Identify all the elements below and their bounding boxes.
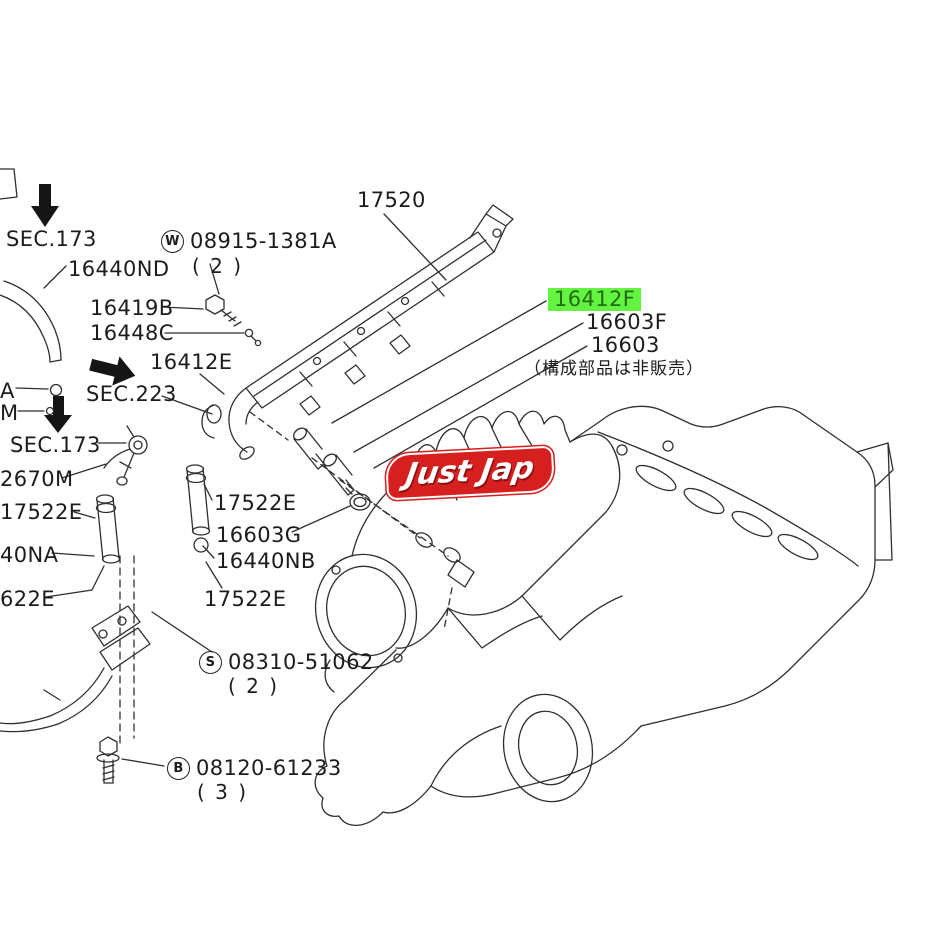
bolt-08120 <box>96 736 165 784</box>
down-arrow-icon <box>31 184 59 227</box>
quantity-08120: ( 3 ) <box>197 780 249 804</box>
part-label-16603: 16603 <box>591 333 660 357</box>
circled-b-icon: B <box>167 757 190 780</box>
injectors-16603 <box>293 300 588 496</box>
part-label-16603g: 16603G <box>216 523 302 547</box>
section-label-sec223: SEC.223 <box>86 382 177 406</box>
part-label-08310-51062: S 08310-51062 <box>199 651 374 674</box>
watermark-text: Just Jap <box>403 450 537 493</box>
circled-s-icon: S <box>199 651 222 674</box>
part-label-17522e-mid: 17522E <box>214 491 297 515</box>
japanese-note: （構成部品は非販売） <box>524 359 704 379</box>
hoses-17522e <box>45 464 223 598</box>
partial-label-a: A <box>0 379 15 403</box>
bracket-assembly <box>0 555 213 745</box>
part-label-08120-61233: B 08120-61233 <box>167 757 342 780</box>
top-left-partial-part <box>0 168 18 200</box>
pin-16448c <box>164 328 262 347</box>
part-label-22670m-partial: 2670M <box>0 467 74 491</box>
section-label-sec173-mid: SEC.173 <box>10 433 101 457</box>
part-label-17522e-left2-partial: 622E <box>0 587 55 611</box>
down-arrow-icon-2 <box>44 396 72 433</box>
part-number-text: 08120-61233 <box>196 756 342 780</box>
part-label-17522e-left: 17522E <box>0 500 83 524</box>
part-label-16440nd: 16440ND <box>68 257 170 281</box>
hose-16440nd <box>0 265 67 363</box>
part-label-16412f-highlighted[interactable]: 16412F <box>548 288 642 311</box>
part-label-16419b: 16419B <box>90 296 174 320</box>
rail-end-pipe-16412e <box>161 373 289 460</box>
left-edge-parts <box>15 383 63 416</box>
part-label-16412e: 16412E <box>150 350 233 374</box>
clamp-16603g <box>291 487 371 533</box>
section-label-sec173-top: SEC.173 <box>6 227 97 251</box>
justjap-watermark: Just Jap <box>387 447 554 499</box>
part-label-08915-1381a: W 08915-1381A <box>161 230 337 253</box>
part-label-16440na-partial: 40NA <box>0 543 59 567</box>
quantity-08310: ( 2 ) <box>228 674 280 698</box>
quantity-08915: ( 2 ) <box>192 254 244 278</box>
part-label-16440nb: 16440NB <box>216 549 316 573</box>
part-label-16448c: 16448C <box>90 321 174 345</box>
partial-label-m: M <box>0 401 19 425</box>
regulator-22670m <box>61 425 148 486</box>
bolt-16419b <box>162 263 242 327</box>
part-label-16603f: 16603F <box>586 310 668 334</box>
part-number-text: 08915-1381A <box>190 229 337 253</box>
fuel-rail-17520 <box>245 204 514 416</box>
part-number-text: 08310-51062 <box>228 650 374 674</box>
part-label-17520: 17520 <box>357 188 426 212</box>
circled-w-icon: W <box>161 230 184 253</box>
part-label-17522e-mid2: 17522E <box>204 587 287 611</box>
engine-block <box>311 405 894 826</box>
right-arrow-icon <box>89 356 136 386</box>
